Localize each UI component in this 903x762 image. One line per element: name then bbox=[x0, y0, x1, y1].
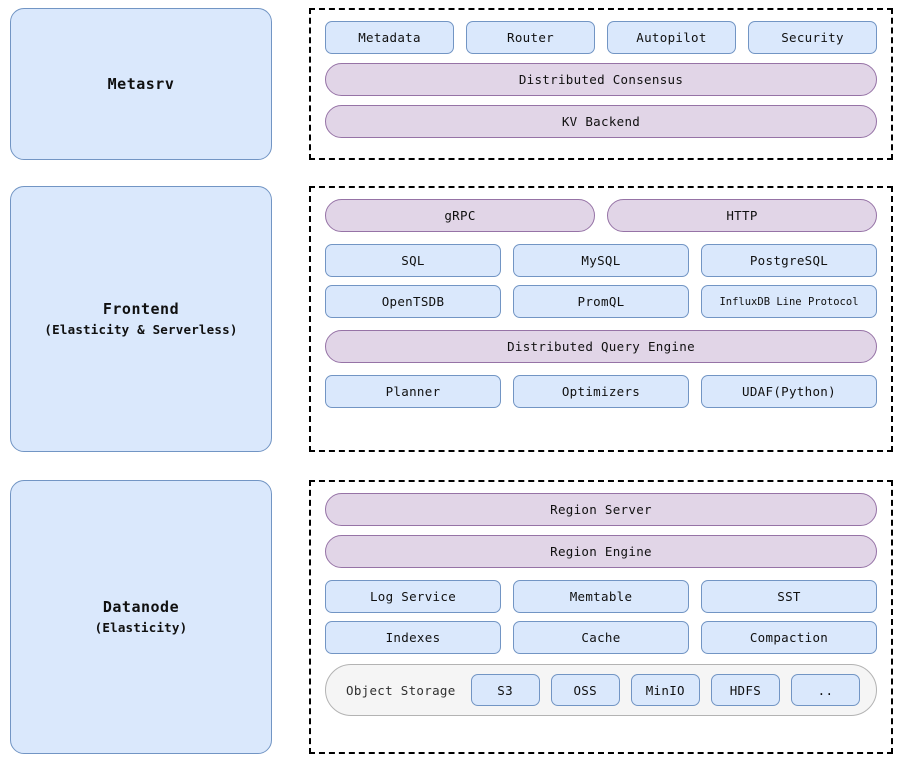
metasrv-box-router[interactable]: Router bbox=[466, 21, 595, 54]
datanode-pill-region-server[interactable]: Region Server bbox=[325, 493, 877, 526]
metasrv-box-autopilot[interactable]: Autopilot bbox=[607, 21, 736, 54]
datanode-box-indexes[interactable]: Indexes bbox=[325, 621, 501, 654]
metasrv-consensus-row: Distributed Consensus bbox=[325, 63, 877, 96]
panel-datanode-title: Datanode bbox=[102, 597, 180, 616]
datanode-box-sst[interactable]: SST bbox=[701, 580, 877, 613]
object-storage-container: Object Storage S3 OSS MinIO HDFS .. bbox=[325, 664, 877, 716]
object-storage-chip-minio[interactable]: MinIO bbox=[630, 674, 700, 706]
panel-frontend-subtitle: (Elasticity & Serverless) bbox=[44, 321, 238, 337]
datanode-box-log-service[interactable]: Log Service bbox=[325, 580, 501, 613]
panel-frontend-title: Frontend bbox=[102, 299, 180, 318]
frontend-box-optimizers[interactable]: Optimizers bbox=[513, 375, 689, 408]
frontend-dialect-row-1: SQL MySQL PostgreSQL bbox=[325, 244, 877, 277]
datanode-box-memtable[interactable]: Memtable bbox=[513, 580, 689, 613]
metasrv-pill-distributed-consensus[interactable]: Distributed Consensus bbox=[325, 63, 877, 96]
datanode-storage-row-1: Log Service Memtable SST bbox=[325, 580, 877, 613]
datanode-region-engine-row: Region Engine bbox=[325, 535, 877, 568]
panel-datanode[interactable]: Datanode (Elasticity) bbox=[10, 480, 272, 754]
object-storage-label: Object Storage bbox=[346, 682, 456, 698]
datanode-box-cache[interactable]: Cache bbox=[513, 621, 689, 654]
metasrv-kv-row: KV Backend bbox=[325, 105, 877, 138]
frontend-box-opentsdb[interactable]: OpenTSDB bbox=[325, 285, 501, 318]
datanode-storage-row-2: Indexes Cache Compaction bbox=[325, 621, 877, 654]
frontend-pill-distributed-query-engine[interactable]: Distributed Query Engine bbox=[325, 330, 877, 363]
datanode-box-compaction[interactable]: Compaction bbox=[701, 621, 877, 654]
metasrv-component-row: Metadata Router Autopilot Security bbox=[325, 21, 877, 54]
frontend-pill-http[interactable]: HTTP bbox=[607, 199, 877, 232]
datanode-region-server-row: Region Server bbox=[325, 493, 877, 526]
panel-datanode-subtitle: (Elasticity) bbox=[94, 619, 188, 635]
frontend-box-sql[interactable]: SQL bbox=[325, 244, 501, 277]
metasrv-box-metadata[interactable]: Metadata bbox=[325, 21, 454, 54]
metasrv-box-security[interactable]: Security bbox=[748, 21, 877, 54]
frontend-protocol-row: gRPC HTTP bbox=[325, 199, 877, 232]
object-storage-chip-s3[interactable]: S3 bbox=[470, 674, 540, 706]
panel-metasrv-title: Metasrv bbox=[107, 74, 175, 93]
object-storage-chip-more[interactable]: .. bbox=[790, 674, 861, 706]
panel-frontend[interactable]: Frontend (Elasticity & Serverless) bbox=[10, 186, 272, 452]
frontend-dialect-row-2: OpenTSDB PromQL InfluxDB Line Protocol bbox=[325, 285, 877, 318]
frontend-pill-grpc[interactable]: gRPC bbox=[325, 199, 595, 232]
group-frontend: gRPC HTTP SQL MySQL PostgreSQL OpenTSDB … bbox=[309, 186, 893, 452]
datanode-pill-region-engine[interactable]: Region Engine bbox=[325, 535, 877, 568]
frontend-box-postgresql[interactable]: PostgreSQL bbox=[701, 244, 877, 277]
frontend-box-promql[interactable]: PromQL bbox=[513, 285, 689, 318]
frontend-box-mysql[interactable]: MySQL bbox=[513, 244, 689, 277]
frontend-engine-parts-row: Planner Optimizers UDAF(Python) bbox=[325, 375, 877, 408]
group-metasrv: Metadata Router Autopilot Security Distr… bbox=[309, 8, 893, 160]
group-datanode: Region Server Region Engine Log Service … bbox=[309, 480, 893, 754]
frontend-box-planner[interactable]: Planner bbox=[325, 375, 501, 408]
frontend-box-influxdb-line-protocol[interactable]: InfluxDB Line Protocol bbox=[701, 285, 877, 318]
object-storage-chip-oss[interactable]: OSS bbox=[550, 674, 620, 706]
frontend-query-engine-row: Distributed Query Engine bbox=[325, 330, 877, 363]
frontend-box-udaf-python[interactable]: UDAF(Python) bbox=[701, 375, 877, 408]
object-storage-chip-hdfs[interactable]: HDFS bbox=[710, 674, 780, 706]
panel-metasrv[interactable]: Metasrv bbox=[10, 8, 272, 160]
metasrv-pill-kv-backend[interactable]: KV Backend bbox=[325, 105, 877, 138]
